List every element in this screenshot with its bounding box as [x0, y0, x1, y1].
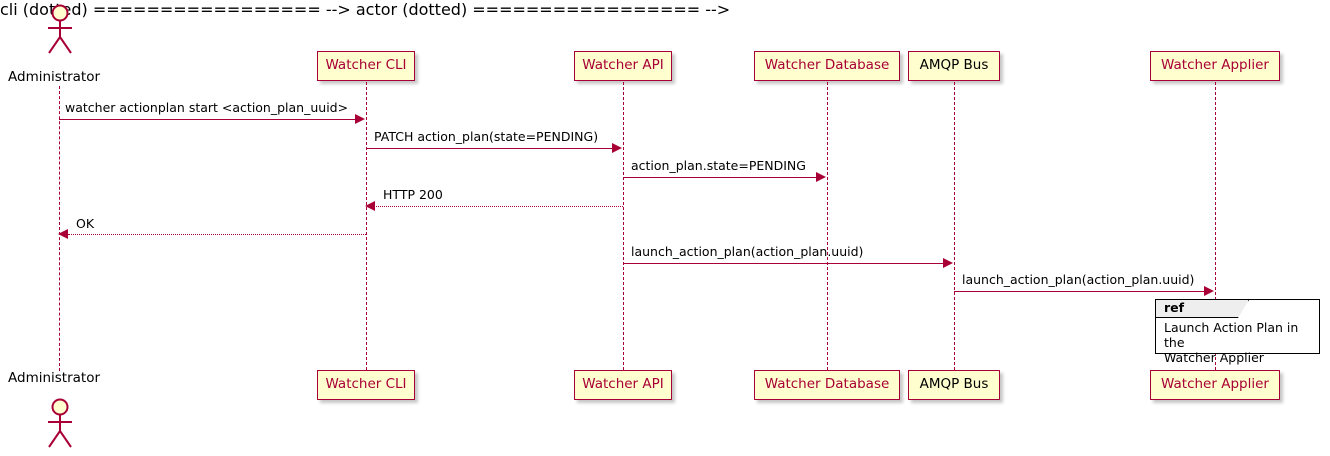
message-label-2: PATCH action_plan(state=PENDING) — [374, 129, 599, 144]
message-arrow-7 — [954, 291, 1206, 292]
message-label-5: OK — [76, 216, 95, 231]
message-arrow-2 — [366, 148, 614, 149]
participant-amqp-bus-top[interactable]: AMQP Bus — [908, 51, 1000, 81]
participant-label: Watcher Applier — [1161, 376, 1269, 393]
message-arrow-5 — [68, 234, 366, 235]
lifeline-watcher-api — [623, 82, 624, 370]
message-label-3: action_plan.state=PENDING — [631, 158, 806, 173]
participant-label: Watcher Applier — [1161, 57, 1269, 74]
participant-watcher-applier-bottom[interactable]: Watcher Applier — [1150, 370, 1280, 400]
message-label-1: watcher actionplan start <action_plan_uu… — [65, 100, 349, 115]
participant-watcher-api-bottom[interactable]: Watcher API — [574, 370, 672, 400]
participant-watcher-api-top[interactable]: Watcher API — [574, 51, 672, 81]
arrowhead-left-icon — [58, 229, 68, 239]
actor-label-bottom: Administrator — [8, 370, 101, 386]
participant-label: Watcher Database — [764, 376, 890, 393]
participant-watcher-cli-top[interactable]: Watcher CLI — [317, 51, 415, 81]
actor-figure-top — [38, 4, 82, 56]
actor-figure-bottom — [38, 398, 82, 450]
message-arrow-6 — [623, 263, 945, 264]
message-label-4: HTTP 200 — [383, 187, 443, 202]
message-arrow-4 — [374, 206, 623, 207]
arrowhead-right-icon — [816, 172, 826, 182]
ref-fragment-line-2: Watcher Applier — [1164, 350, 1264, 365]
participant-watcher-cli-bottom[interactable]: Watcher CLI — [317, 370, 415, 400]
actor-label-top: Administrator — [8, 69, 101, 85]
participant-label: Watcher CLI — [325, 376, 407, 393]
message-arrow-1 — [59, 119, 357, 120]
lifeline-watcher-database — [827, 82, 828, 370]
lifeline-amqp-bus — [954, 82, 955, 370]
arrowhead-right-icon — [1204, 286, 1214, 296]
ref-fragment: ref Launch Action Plan in the Watcher Ap… — [1155, 299, 1320, 365]
participant-label: AMQP Bus — [919, 57, 989, 74]
participant-label: AMQP Bus — [919, 376, 989, 393]
lifeline-watcher-cli — [366, 82, 367, 370]
participant-label: Watcher API — [582, 376, 664, 393]
message-label-7: launch_action_plan(action_plan.uuid) — [962, 272, 1195, 287]
participant-label: Watcher API — [582, 57, 664, 74]
ref-fragment-line-1: Launch Action Plan in the — [1164, 320, 1299, 350]
lifeline-watcher-applier — [1215, 82, 1216, 370]
arrowhead-right-icon — [612, 143, 622, 153]
lifeline-administrator — [59, 86, 60, 371]
participant-watcher-database-top[interactable]: Watcher Database — [754, 51, 900, 81]
ref-fragment-keyword: ref — [1156, 300, 1249, 318]
message-arrow-3 — [623, 177, 818, 178]
arrowhead-left-icon — [365, 201, 375, 211]
participant-amqp-bus-bottom[interactable]: AMQP Bus — [908, 370, 1000, 400]
message-label-6: launch_action_plan(action_plan.uuid) — [631, 244, 864, 259]
arrowhead-right-icon — [355, 114, 365, 124]
participant-watcher-database-bottom[interactable]: Watcher Database — [754, 370, 900, 400]
participant-label: Watcher CLI — [325, 57, 407, 74]
participant-watcher-applier-top[interactable]: Watcher Applier — [1150, 51, 1280, 81]
arrowhead-right-icon — [943, 258, 953, 268]
ref-fragment-body: Launch Action Plan in the Watcher Applie… — [1164, 320, 1322, 365]
participant-label: Watcher Database — [764, 57, 890, 74]
